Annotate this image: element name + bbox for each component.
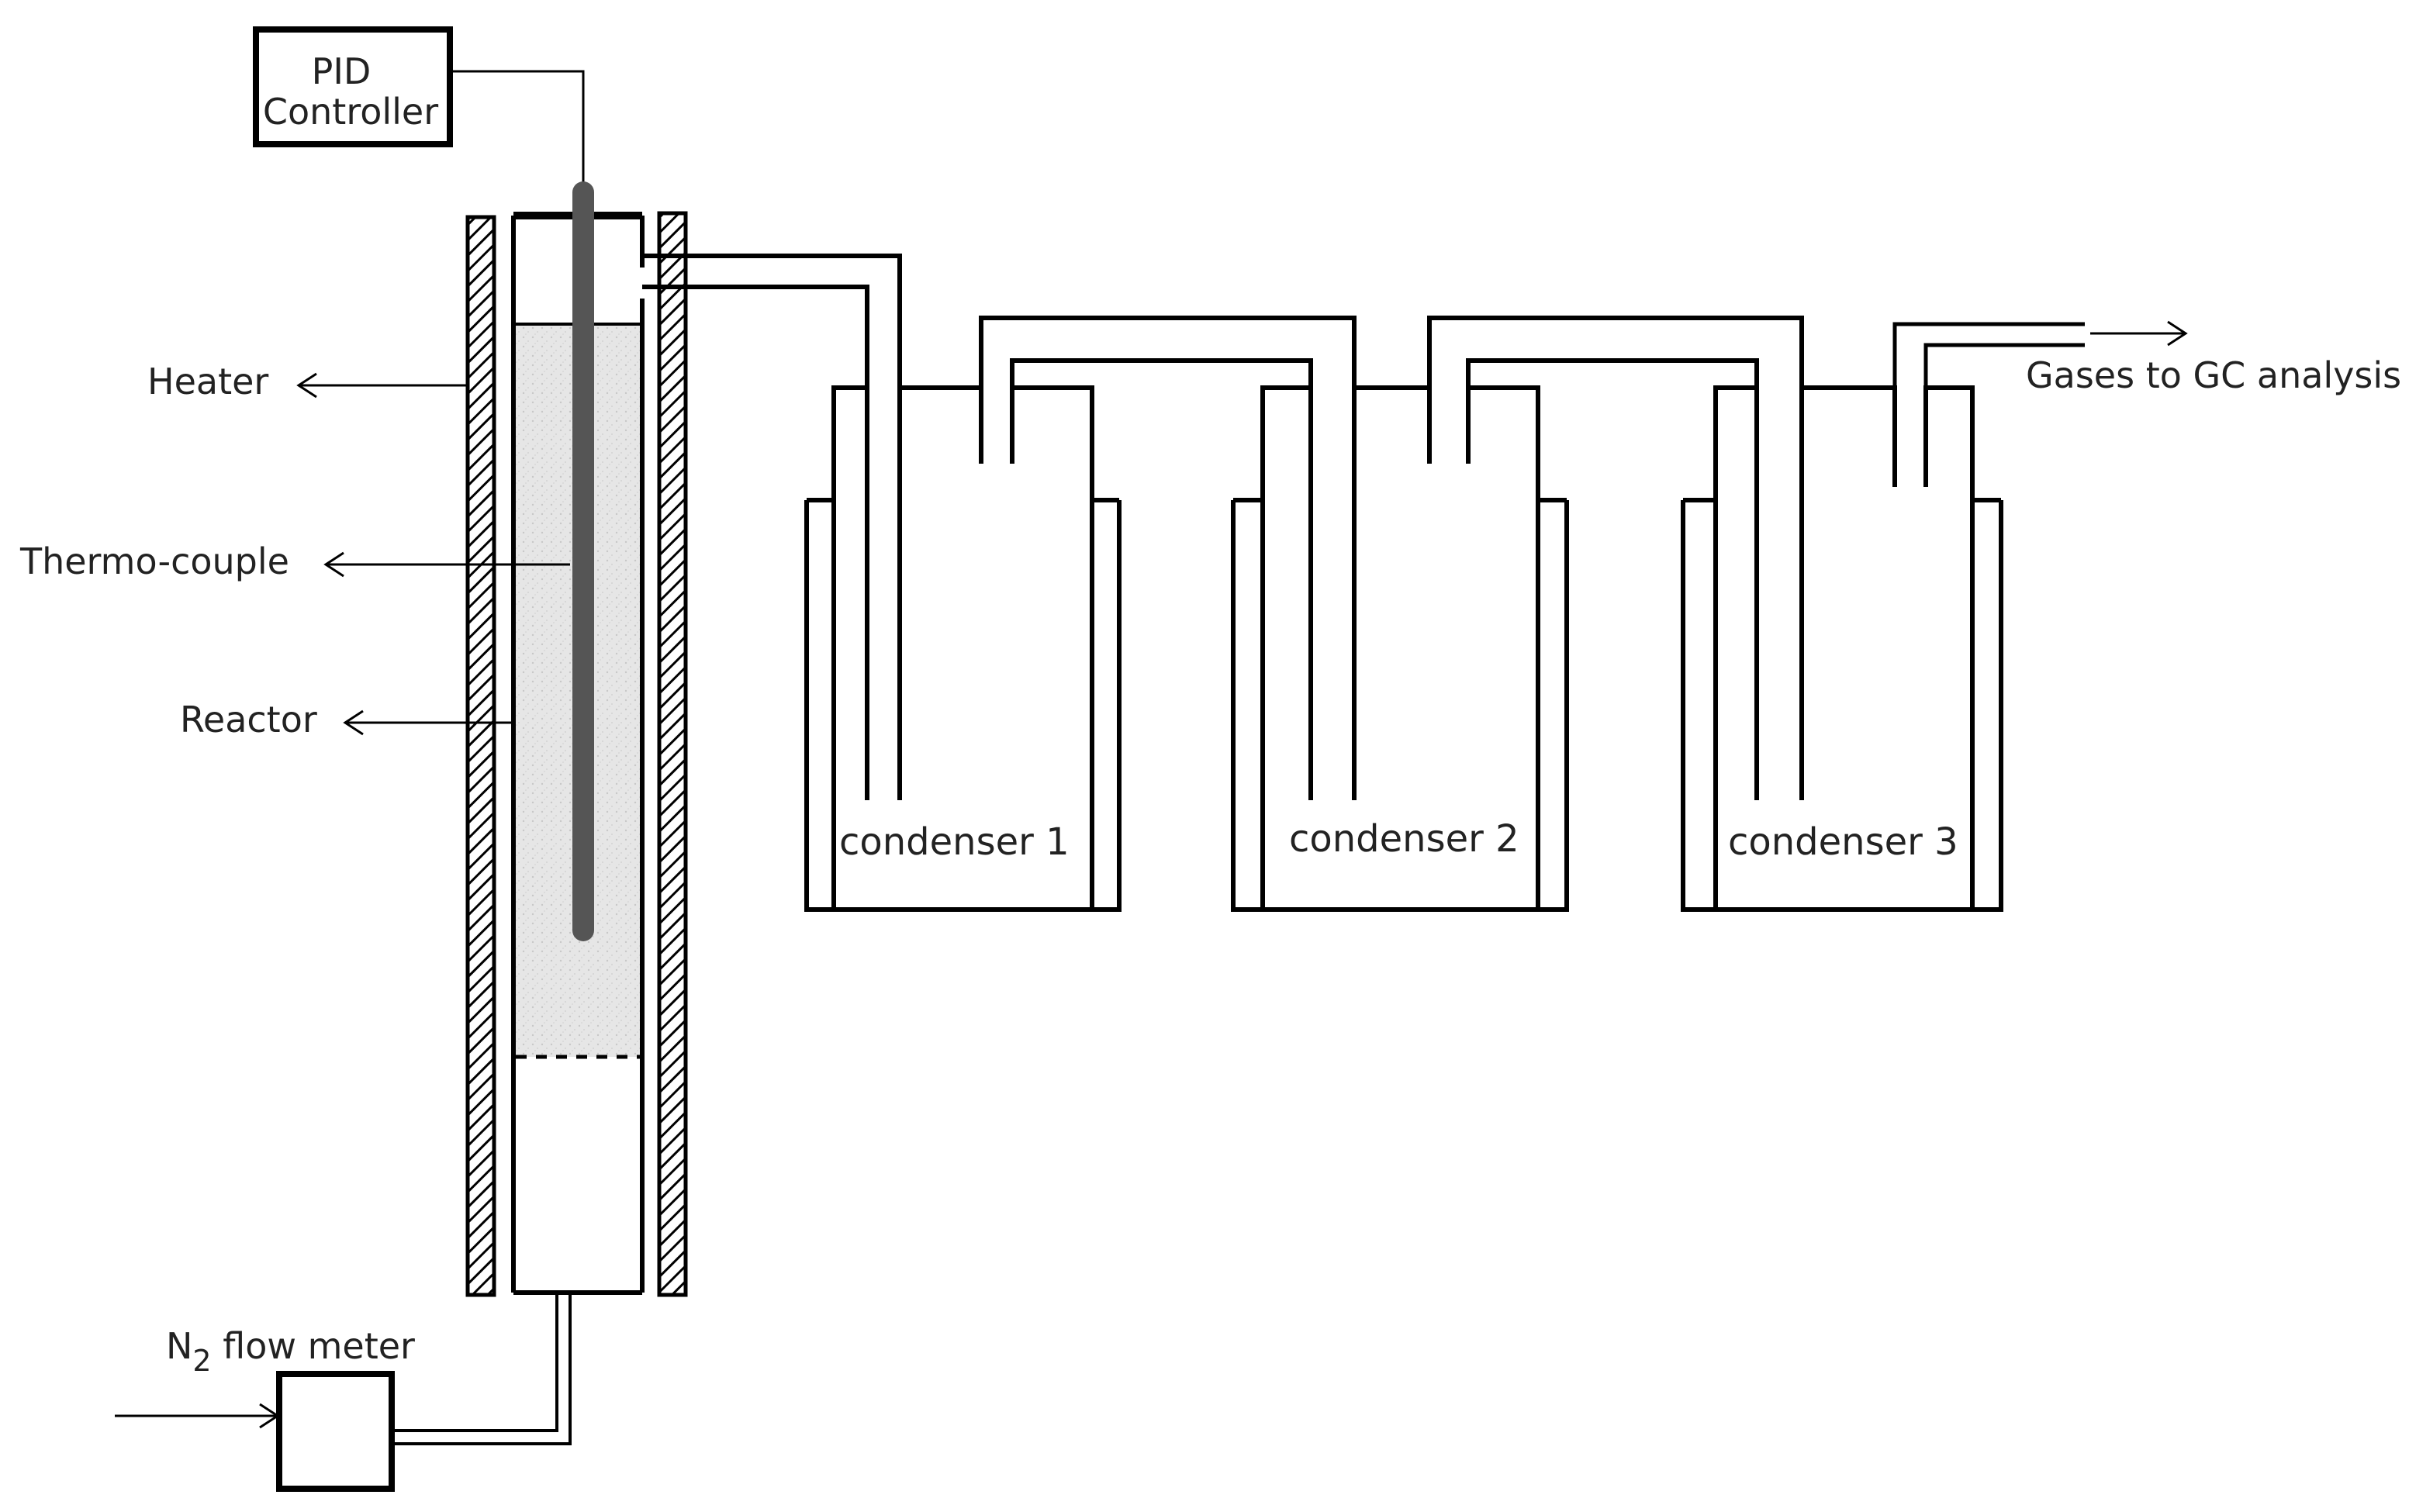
gas-outlet-arrow: [2090, 320, 2188, 347]
pid-controller: PID Controller: [253, 26, 453, 147]
flow-meter-label-suffix: flow meter: [212, 1325, 415, 1367]
condenser-1-label: condenser 1: [839, 820, 1070, 864]
transfer-pipe-1-2: [979, 316, 1357, 800]
condenser-1: [804, 385, 1122, 912]
n2-feed-pipe: [392, 1293, 572, 1445]
flow-meter-label: N2 flow meter: [166, 1325, 415, 1378]
transfer-pipe-2-3: [1427, 316, 1804, 800]
n2-inlet-arrow: [115, 1403, 280, 1429]
flow-meter-label-subscript: 2: [192, 1344, 211, 1378]
controller-signal-wire: [450, 70, 585, 192]
reactor-label: Reactor: [180, 699, 317, 740]
pid-controller-label-line2: Controller: [263, 91, 438, 133]
gas-outlet-pipe: [1892, 322, 2085, 487]
label-arrows: [296, 372, 570, 736]
condenser-2-label: condenser 2: [1289, 817, 1519, 861]
flow-meter-label-prefix: N: [166, 1325, 192, 1367]
n2-flow-meter: [276, 1371, 395, 1492]
thermocouple-label: Thermo-couple: [19, 540, 289, 582]
gas-outlet-label: Gases to GC analysis: [2026, 354, 2401, 396]
heater-label: Heater: [147, 361, 268, 402]
condenser-3-label: condenser 3: [1728, 820, 1958, 864]
heater-wall-left: [465, 215, 496, 1297]
pid-controller-label-line1: PID: [312, 50, 372, 92]
reactor-outlet-pipe: [642, 254, 902, 800]
heater-wall-right: [657, 211, 688, 1297]
